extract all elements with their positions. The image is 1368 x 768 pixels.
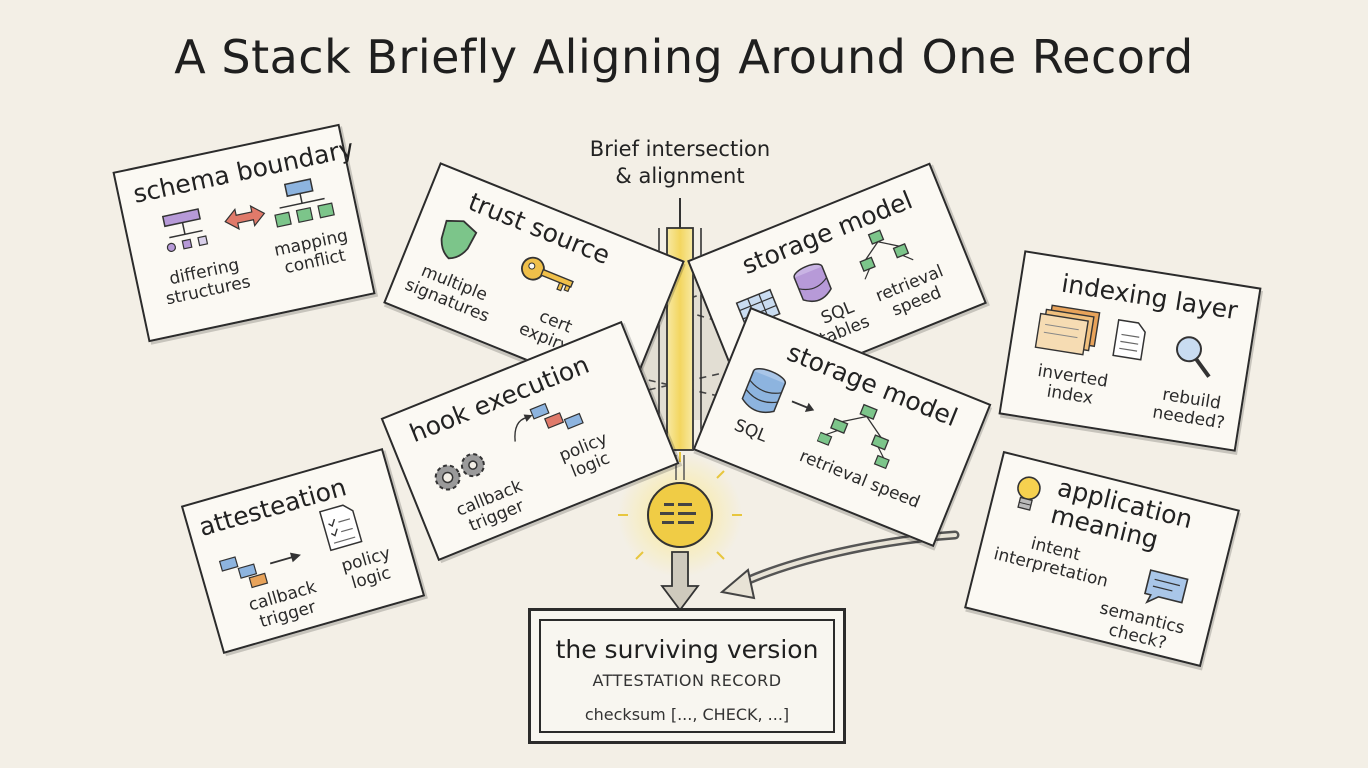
label-rebuild-needed: rebuild needed? bbox=[1151, 385, 1229, 434]
checklist-icon bbox=[318, 504, 363, 552]
down-arrow bbox=[660, 551, 700, 612]
page-title: A Stack Briefly Aligning Around One Reco… bbox=[174, 30, 1194, 84]
note-line-1: Brief intersection bbox=[589, 137, 771, 161]
key-icon bbox=[521, 256, 574, 293]
card-indexing-layer: indexing layer inverted index rebuild ne… bbox=[998, 250, 1262, 452]
intersection-note: Brief intersection & alignment bbox=[570, 136, 790, 190]
flow-icon bbox=[218, 552, 301, 589]
surviving-version-box: the surviving version ATTESTATION RECORD… bbox=[528, 608, 846, 744]
card-hook-execution: hook execution callback trigger policy l… bbox=[380, 320, 680, 562]
arrow-right-icon bbox=[791, 400, 815, 413]
magnifier-icon bbox=[1176, 336, 1211, 378]
database-icon bbox=[741, 367, 787, 414]
card-attestation: attesteation callback trigger policy log… bbox=[180, 448, 426, 654]
org-chart-icon bbox=[274, 178, 335, 228]
card-storage-model-bottom: storage model SQL retrieval speed bbox=[692, 306, 992, 548]
shield-icon bbox=[440, 219, 478, 260]
database-icon bbox=[793, 263, 832, 303]
card-trust-source: trust source multiple signatures cert ex… bbox=[383, 162, 685, 402]
label-inverted-index: inverted index bbox=[1033, 361, 1109, 411]
tree-icon bbox=[816, 403, 890, 470]
result-checksum: checksum [..., CHECK, ...] bbox=[584, 705, 790, 724]
result-heading: the surviving version bbox=[555, 635, 819, 664]
speech-bubble-icon bbox=[1143, 569, 1189, 604]
result-subheading: ATTESTATION RECORD bbox=[592, 671, 782, 690]
card-application-meaning: application meaning intent interpretatio… bbox=[964, 450, 1240, 668]
label-differing-structures: differing structures bbox=[160, 254, 252, 309]
index-cards-icon bbox=[1034, 304, 1101, 356]
tree-icon bbox=[859, 229, 914, 280]
curved-arrow-head bbox=[719, 568, 756, 600]
label-policy-logic: policy logic bbox=[556, 429, 618, 484]
hierarchy-icon bbox=[161, 208, 209, 253]
gears-icon bbox=[434, 453, 485, 491]
label-sql: SQL bbox=[731, 415, 770, 447]
card-schema-boundary: schema boundary differing structures map… bbox=[112, 123, 376, 343]
coin-marks bbox=[660, 503, 696, 524]
document-icon bbox=[1112, 318, 1146, 361]
label-multiple-signatures: multiple signatures bbox=[402, 258, 499, 327]
lightbulb-icon bbox=[1017, 476, 1041, 511]
note-line-2: & alignment bbox=[615, 164, 745, 188]
label-policy-logic: policy logic bbox=[339, 543, 398, 594]
swap-arrow-icon bbox=[224, 204, 266, 231]
flow-icon bbox=[514, 402, 584, 442]
